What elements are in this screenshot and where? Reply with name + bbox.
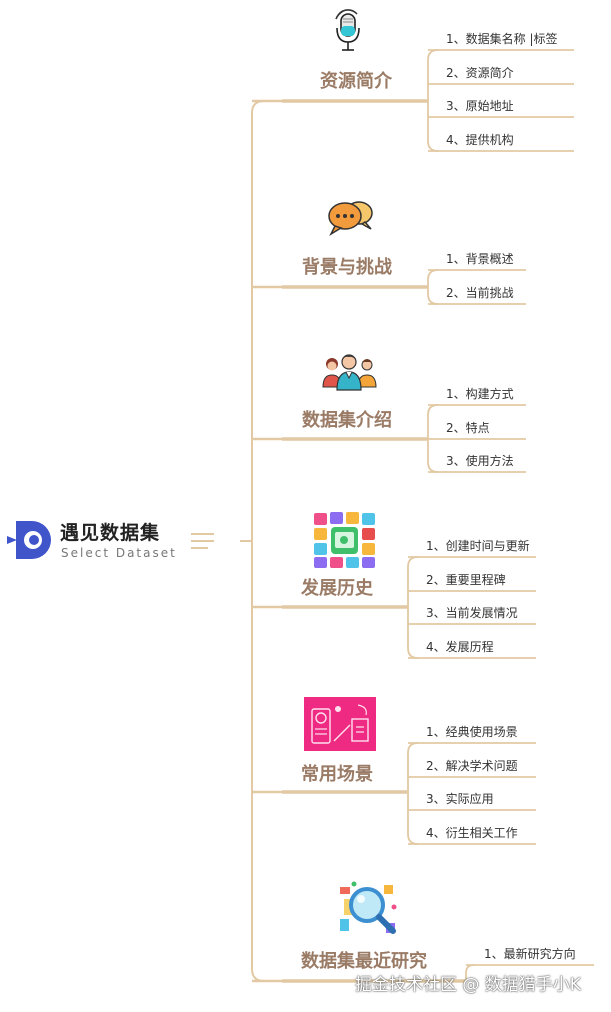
magnifier-icon: [340, 881, 397, 934]
leaf-item[interactable]: 1、背景概述: [446, 252, 514, 266]
logo-mark-icon: [7, 521, 51, 559]
leaf-item[interactable]: 2、解决学术问题: [426, 759, 518, 773]
logo-subtitle: Select Dataset: [61, 546, 177, 560]
branch-title[interactable]: 发展历史: [301, 578, 373, 599]
branch-title[interactable]: 背景与挑战: [302, 257, 392, 278]
leaf-item[interactable]: 3、当前发展情况: [426, 606, 518, 620]
leaf-item[interactable]: 4、衍生相关工作: [426, 826, 518, 840]
watermark: 掘金技术社区 @ 数据猎手小K: [355, 975, 581, 995]
branch-title[interactable]: 常用场景: [301, 764, 373, 785]
app-grid-icon: [314, 512, 375, 568]
people-icon: [322, 354, 377, 391]
leaf-item[interactable]: 2、资源简介: [446, 66, 514, 80]
chat-bubbles-icon: [328, 201, 373, 236]
sub-spine: [427, 269, 439, 305]
branch-title[interactable]: 资源简介: [320, 71, 392, 92]
leaf-item[interactable]: 2、特点: [446, 421, 490, 435]
leaf-item[interactable]: 1、最新研究方向: [484, 947, 576, 961]
leaf-item[interactable]: 2、重要里程碑: [426, 573, 506, 587]
microphone-icon: [335, 9, 360, 51]
branch-title[interactable]: 数据集介绍: [302, 410, 392, 431]
root-logo[interactable]: 遇见数据集 Select Dataset: [4, 512, 194, 568]
leaf-item[interactable]: 2、当前挑战: [446, 286, 514, 300]
main-trunk: [251, 100, 265, 982]
scenario-image-icon: [304, 697, 376, 751]
sub-spine: [427, 49, 439, 152]
sub-spine: [407, 556, 419, 659]
leaf-item[interactable]: 3、实际应用: [426, 792, 494, 806]
leaf-item[interactable]: 4、发展历程: [426, 640, 494, 654]
leaf-item[interactable]: 4、提供机构: [446, 133, 514, 147]
leaf-item[interactable]: 1、数据集名称 |标签: [446, 32, 558, 46]
leaf-item[interactable]: 3、使用方法: [446, 454, 514, 468]
leaf-item[interactable]: 1、经典使用场景: [426, 725, 518, 739]
branch-title[interactable]: 数据集最近研究: [301, 951, 427, 972]
logo-title: 遇见数据集: [60, 522, 161, 544]
leaf-item[interactable]: 3、原始地址: [446, 99, 514, 113]
menu-lines-icon: [191, 533, 214, 549]
leaf-item[interactable]: 1、构建方式: [446, 387, 514, 401]
leaf-item[interactable]: 1、创建时间与更新: [426, 539, 530, 553]
sub-spine: [407, 742, 419, 845]
